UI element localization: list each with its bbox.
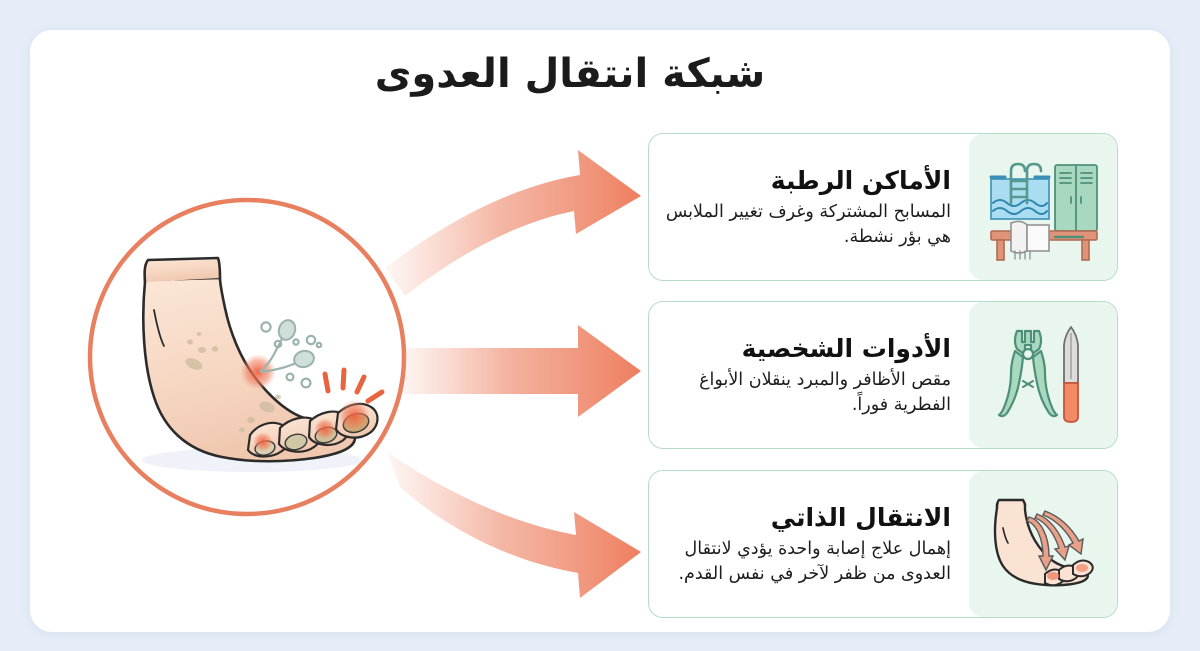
card-body: المسابح المشتركة وغرف تغيير الملابس هي ب… — [665, 201, 951, 247]
skin-lesions — [185, 332, 281, 433]
inflammation-spots — [240, 354, 370, 452]
info-card-humid-places[interactable]: الأماكن الرطبة المسابح المشتركة وغرف تغي… — [648, 133, 1118, 281]
card-title: الأدوات الشخصية — [741, 333, 951, 363]
info-card-self-transmission[interactable]: الانتقال الذاتي إهمال علاج إصابة واحدة ي… — [648, 470, 1118, 618]
card-text-block: الأماكن الرطبة المسابح المشتركة وغرف تغي… — [649, 165, 969, 250]
card-body: إهمال علاج إصابة واحدة يؤدي لانتقال العد… — [678, 538, 951, 584]
card-title: الأماكن الرطبة — [770, 165, 951, 195]
infected-foot-illustration — [82, 192, 412, 522]
nail-clipper-file-icon — [969, 302, 1117, 448]
card-text-block: الأدوات الشخصية مقص الأظافر والمبرد ينقل… — [649, 333, 969, 418]
spread-arrows — [1026, 510, 1084, 572]
foot-self-spread-icon — [969, 471, 1117, 617]
pool-lockers-towel-icon — [969, 134, 1117, 280]
info-card-personal-tools[interactable]: الأدوات الشخصية مقص الأظافر والمبرد ينقل… — [648, 301, 1118, 449]
fungal-spores — [259, 319, 323, 389]
card-body: مقص الأظافر والمبرد ينقلان الأبواغ الفطر… — [699, 369, 951, 415]
pain-lines — [322, 367, 385, 404]
card-text-block: الانتقال الذاتي إهمال علاج إصابة واحدة ي… — [649, 502, 969, 587]
page-title: شبكة انتقال العدوى — [374, 51, 766, 97]
card-title: الانتقال الذاتي — [770, 502, 951, 532]
